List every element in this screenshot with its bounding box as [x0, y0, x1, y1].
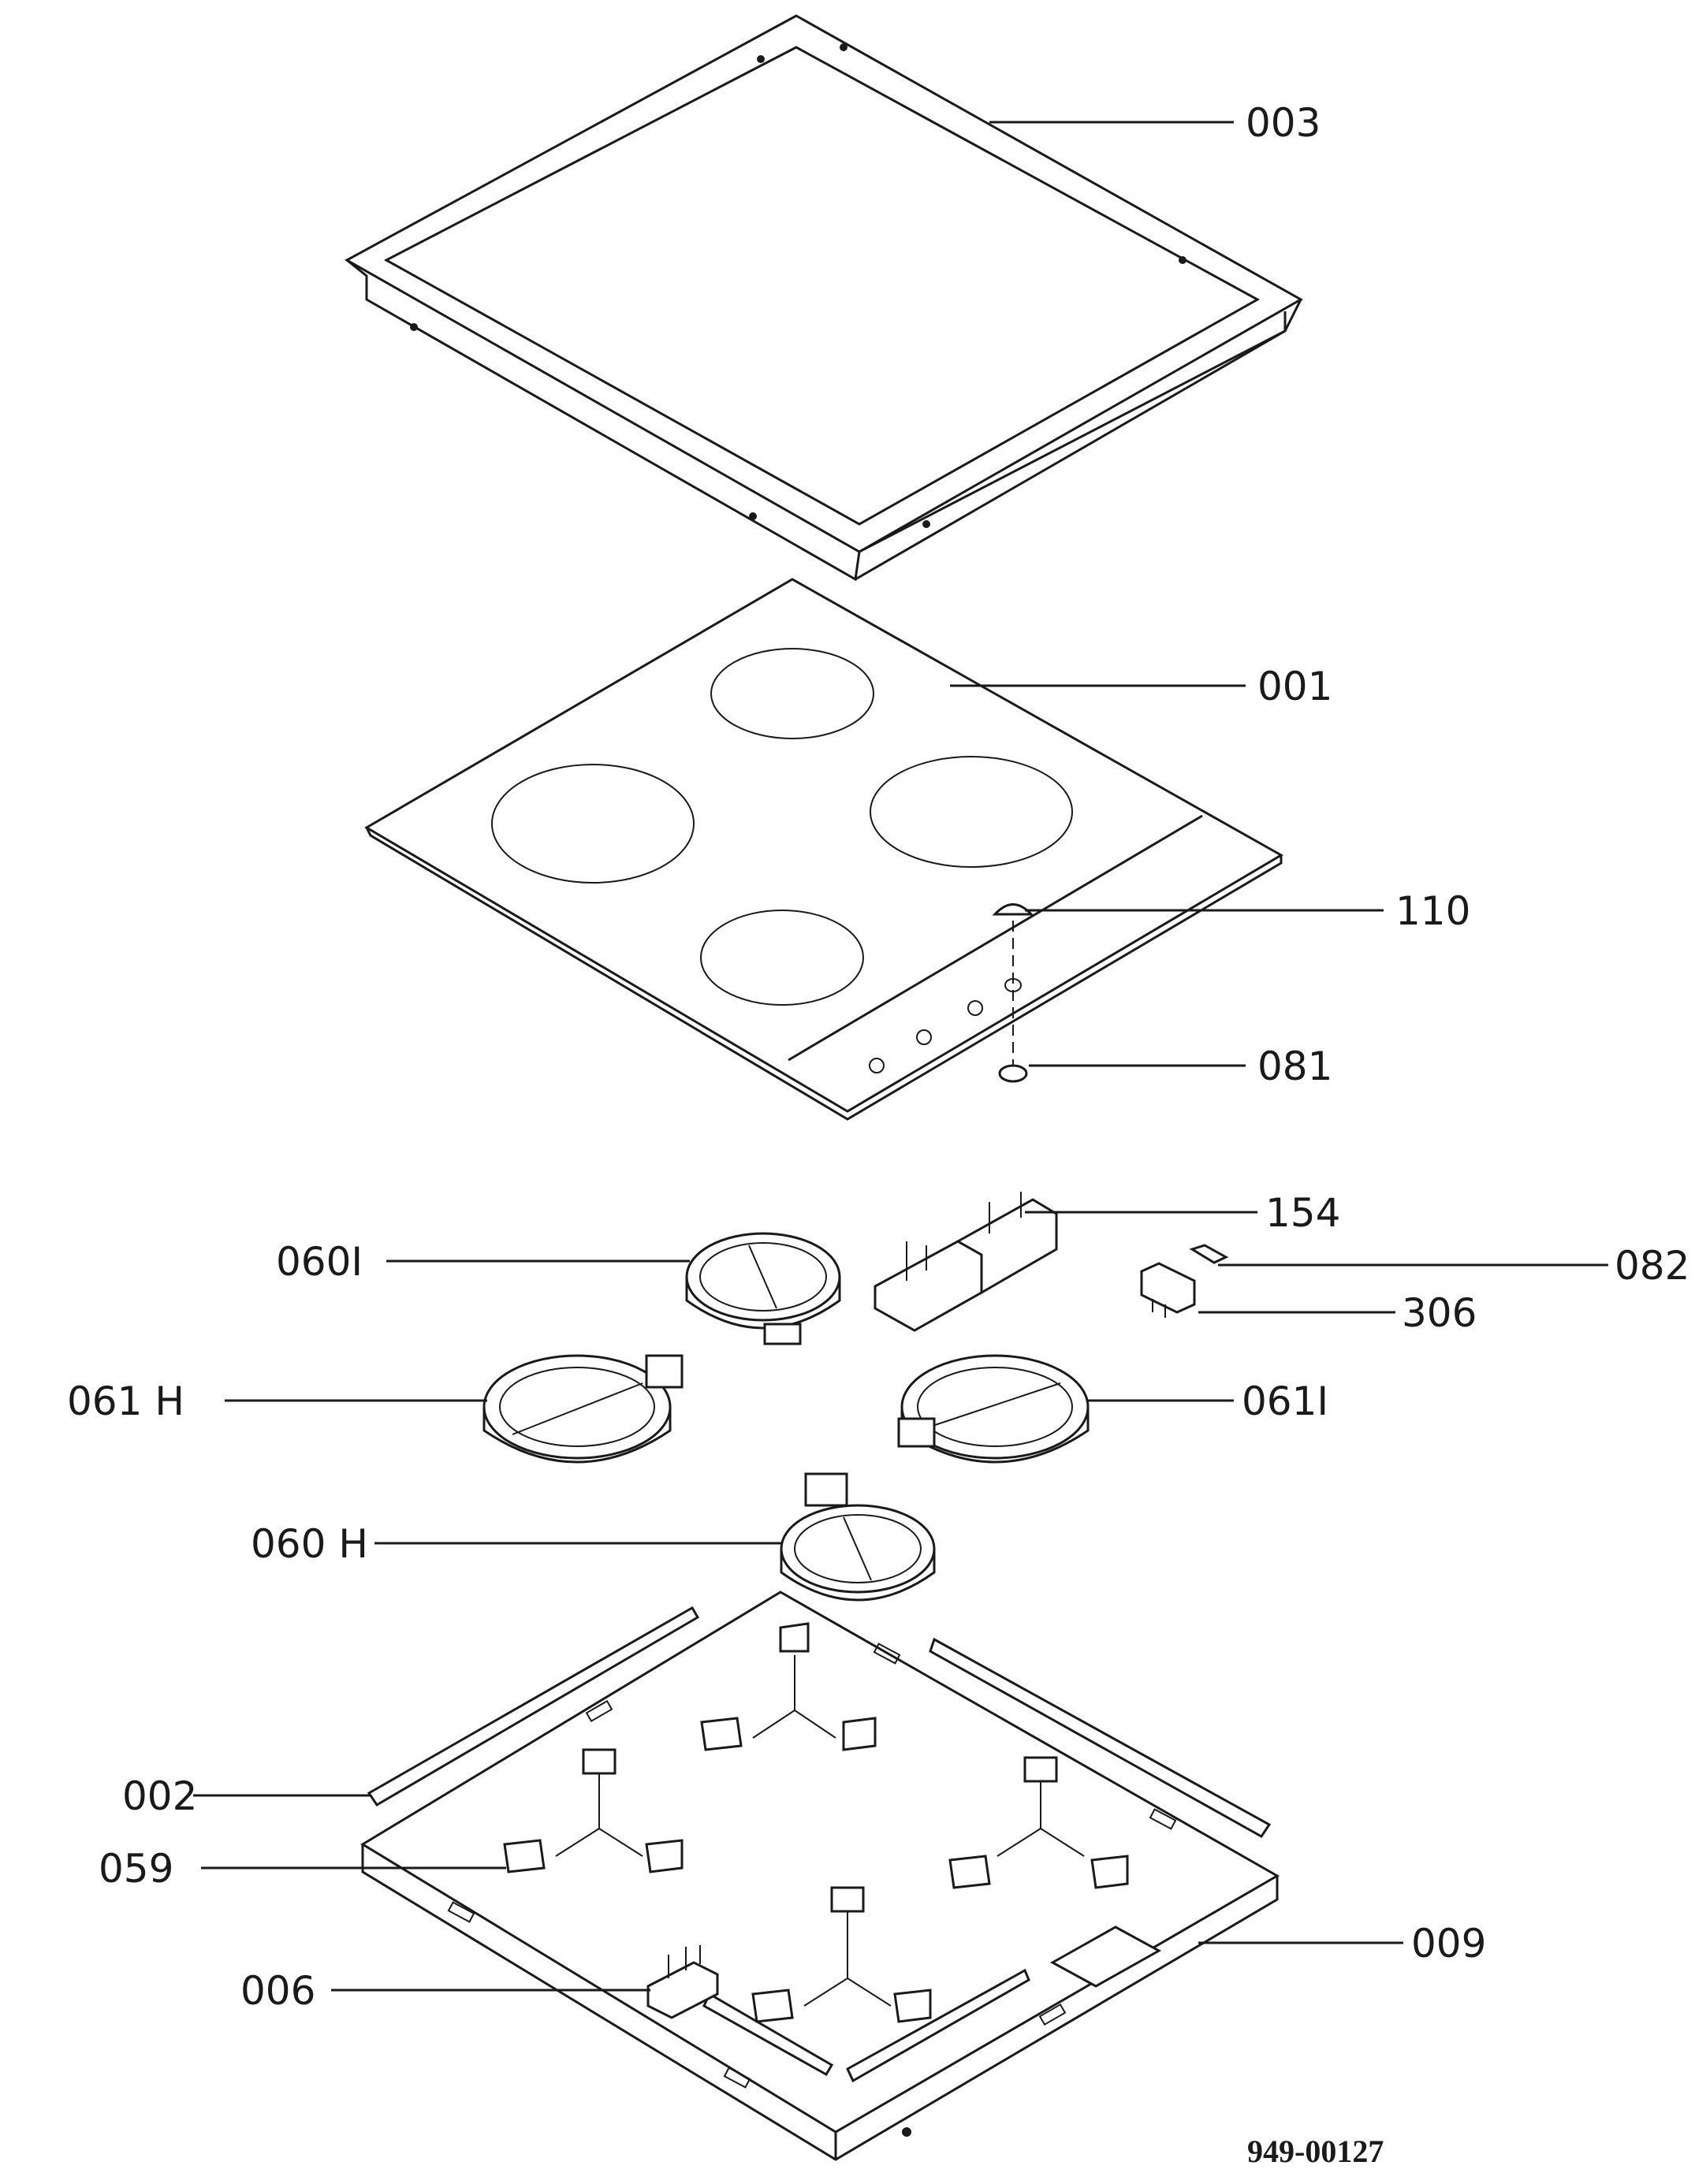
- label-003: 003: [1246, 100, 1321, 146]
- glass-top-001: [364, 578, 1283, 1121]
- heating-element-060I: [386, 1232, 841, 1345]
- label-110: 110: [1395, 888, 1470, 934]
- label-306: 306: [1402, 1290, 1477, 1336]
- label-002: 002: [122, 1773, 197, 1819]
- heating-element-061H: [225, 1354, 684, 1464]
- heating-element-061I: [897, 1354, 1234, 1464]
- knob-081: [998, 1064, 1246, 1083]
- label-082: 082: [1615, 1243, 1689, 1289]
- label-059: 059: [99, 1846, 173, 1892]
- label-001: 001: [1257, 664, 1332, 709]
- bottom-tray-009: [360, 1591, 1403, 2161]
- frame-003: [344, 14, 1304, 582]
- cooking-zone-front: [700, 910, 864, 1006]
- label-081: 081: [1257, 1044, 1332, 1089]
- label-009: 009: [1411, 1921, 1486, 1966]
- indicator-110: [992, 903, 1384, 1068]
- label-061H: 061 H: [67, 1378, 184, 1424]
- label-060I: 060I: [276, 1239, 363, 1285]
- terminal-block-306: [1140, 1262, 1395, 1318]
- label-061I: 061I: [1242, 1378, 1328, 1424]
- cooking-zone-right: [870, 756, 1073, 868]
- switches-154: [874, 1192, 1257, 1332]
- label-154: 154: [1265, 1190, 1340, 1236]
- heating-element-060H: [374, 1472, 936, 1602]
- cooking-zone-left: [491, 764, 695, 884]
- cooking-zone-rear: [710, 648, 874, 739]
- support-brackets-059: [201, 1622, 1129, 2023]
- side-strips-002: [193, 1605, 1272, 2083]
- connector-006: [331, 1945, 719, 2019]
- terminal-082: [1189, 1244, 1608, 1267]
- label-060H: 060 H: [251, 1521, 368, 1567]
- drawing-reference-number: 949-00127: [1247, 2134, 1384, 2169]
- label-006: 006: [240, 1968, 315, 2014]
